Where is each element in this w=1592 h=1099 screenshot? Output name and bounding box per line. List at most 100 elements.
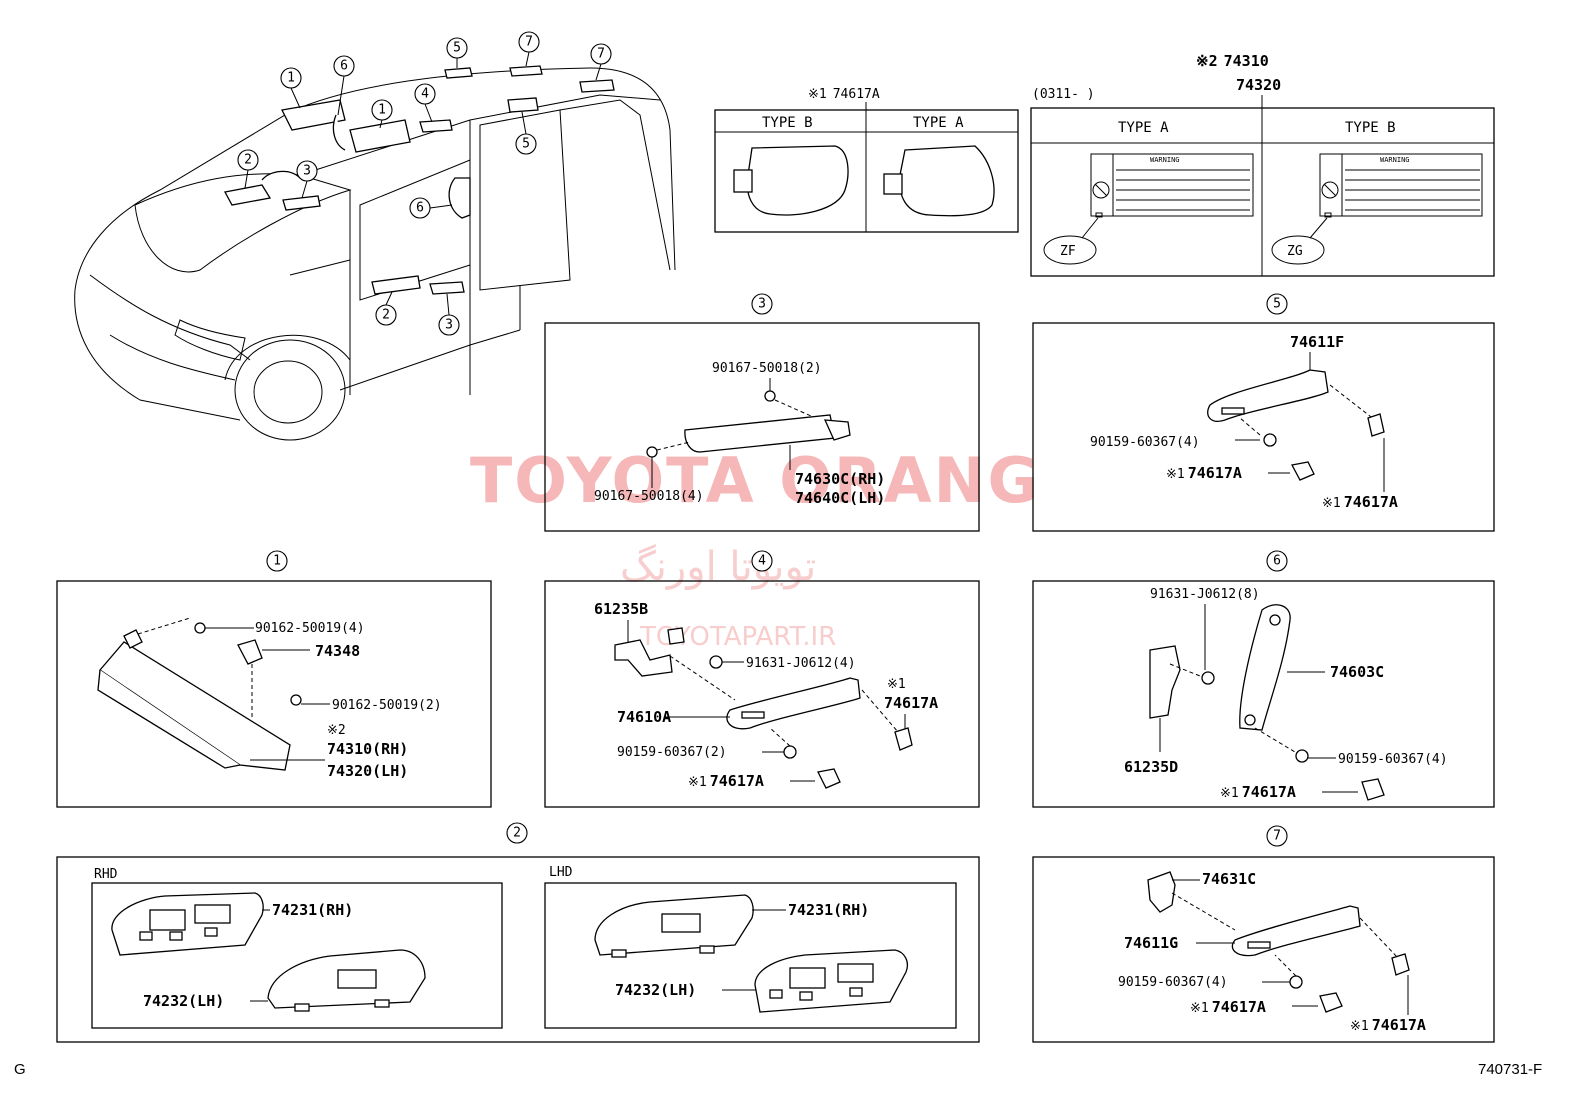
callout-6b[interactable]: 6 (409, 197, 453, 219)
svg-text:90162-50019(4): 90162-50019(4) (255, 621, 365, 636)
svg-text:WARNING: WARNING (1380, 156, 1410, 164)
svg-text:90167-50018(4): 90167-50018(4) (594, 489, 704, 504)
svg-text:91631-J0612(8): 91631-J0612(8) (1150, 587, 1260, 602)
svg-text:5: 5 (1273, 297, 1281, 312)
callout-6a[interactable]: 6 (333, 55, 355, 116)
mirror-type-a (899, 145, 995, 217)
svg-text:(0311- ): (0311- ) (1032, 87, 1095, 102)
assist-grip-74630c (684, 414, 836, 453)
callout-2b[interactable]: 2 (375, 291, 397, 326)
callout-5b[interactable]: 5 (515, 111, 537, 155)
svg-text:74603C: 74603C (1330, 663, 1384, 681)
watermark-brand: TOYOTA ORANG (470, 444, 1040, 517)
svg-text:91631-J0612(4): 91631-J0612(4) (746, 656, 856, 671)
callout-7a[interactable]: 7 (518, 31, 540, 67)
svg-text:90159-60367(4): 90159-60367(4) (1090, 435, 1200, 450)
svg-text:90162-50019(2): 90162-50019(2) (332, 698, 442, 713)
watermark-persian: تویوتا اورنگ (620, 544, 816, 590)
svg-text:※2: ※2 (327, 723, 346, 738)
svg-text:3: 3 (445, 318, 453, 333)
callout-5a[interactable]: 5 (446, 37, 468, 68)
warning-sticker-a: WARNING ZF (1043, 153, 1254, 265)
section-3-grab-handle: 3 90167-50018(2) 90167-50018(4) 74630C(R… (544, 293, 980, 532)
rhd-passenger-switch (267, 949, 426, 1012)
svg-text:61235D: 61235D (1124, 758, 1178, 776)
svg-text:74631C: 74631C (1202, 870, 1256, 888)
callout-3b[interactable]: 3 (438, 293, 460, 336)
svg-text:90159-60367(2): 90159-60367(2) (617, 745, 727, 760)
svg-text:5: 5 (453, 41, 461, 56)
section-4-grab-handle: 4 61235B 91631-J0612(4) 74610A ※1 74617A… (544, 550, 980, 808)
bracket-74631c (1147, 871, 1176, 913)
callout-3a[interactable]: 3 (296, 160, 318, 199)
footer-left: G (14, 1061, 26, 1078)
svg-text:TYPE B: TYPE B (1345, 120, 1396, 136)
svg-text:74232(LH): 74232(LH) (143, 992, 224, 1010)
svg-text:74232(LH): 74232(LH) (615, 981, 696, 999)
section-2-window-switch: 2 RHD LHD 74231(RH) 74232(LH) (56, 822, 980, 1043)
lhd-master-switch (754, 949, 909, 1013)
svg-text:6: 6 (416, 201, 424, 216)
callout-1a[interactable]: 1 (280, 67, 302, 109)
svg-text:ZG: ZG (1287, 244, 1303, 259)
svg-text:7: 7 (1273, 829, 1281, 844)
overview-callouts: 1 6 5 7 7 1 4 5 2 3 6 2 3 (237, 31, 612, 336)
svg-text:90159-60367(4): 90159-60367(4) (1338, 752, 1448, 767)
svg-text:7: 7 (525, 35, 533, 50)
svg-text:2: 2 (513, 826, 521, 841)
vehicle-overview (74, 65, 676, 441)
callout-7b[interactable]: 7 (590, 43, 612, 81)
svg-text:1: 1 (378, 103, 386, 118)
svg-text:61235B: 61235B (594, 600, 648, 618)
svg-text:1: 1 (273, 554, 281, 569)
svg-text:74611G: 74611G (1124, 934, 1178, 952)
svg-text:2: 2 (244, 153, 252, 168)
svg-text:74640C(LH): 74640C(LH) (795, 489, 885, 507)
svg-text:ZF: ZF (1060, 244, 1076, 259)
svg-text:90167-50018(2): 90167-50018(2) (712, 361, 822, 376)
svg-text:2: 2 (382, 308, 390, 323)
section-6-grab-handle: 6 91631-J0612(8) 61235D 74603C 90159-603… (1032, 550, 1495, 808)
svg-text:6: 6 (1273, 554, 1281, 569)
watermark: TOYOTA ORANG تویوتا اورنگ TOYOTAPART.IR (470, 444, 1040, 652)
assist-grip-74603c (1239, 604, 1291, 731)
bracket-61235d (1149, 645, 1181, 719)
rhd-master-switch (111, 892, 264, 956)
assist-grip-74610a (726, 677, 861, 730)
svg-text:74310(RH): 74310(RH) (327, 740, 408, 758)
svg-text:74348: 74348 (315, 642, 360, 660)
svg-text:5: 5 (522, 137, 530, 152)
svg-text:74320(LH): 74320(LH) (327, 762, 408, 780)
callout-2a[interactable]: 2 (237, 149, 259, 189)
svg-text:※1: ※1 (887, 677, 906, 692)
svg-text:74617A: 74617A (884, 694, 938, 712)
svg-text:3: 3 (303, 164, 311, 179)
svg-text:7: 7 (597, 47, 605, 62)
svg-text:3: 3 (758, 297, 766, 312)
svg-text:74231(RH): 74231(RH) (272, 901, 353, 919)
svg-text:90159-60367(4): 90159-60367(4) (1118, 975, 1228, 990)
svg-text:RHD: RHD (94, 867, 118, 882)
svg-text:1: 1 (287, 71, 295, 86)
svg-text:74320: 74320 (1236, 76, 1281, 94)
svg-text:TYPE A: TYPE A (1118, 120, 1169, 136)
svg-text:LHD: LHD (549, 865, 573, 880)
callout-1b[interactable]: 1 (371, 99, 393, 129)
svg-text:74610A: 74610A (617, 708, 671, 726)
lhd-passenger-switch (594, 894, 754, 958)
svg-text:4: 4 (421, 87, 429, 102)
svg-text:4: 4 (758, 554, 766, 569)
mirror-type-b (746, 145, 849, 216)
callout-4[interactable]: 4 (414, 83, 436, 123)
